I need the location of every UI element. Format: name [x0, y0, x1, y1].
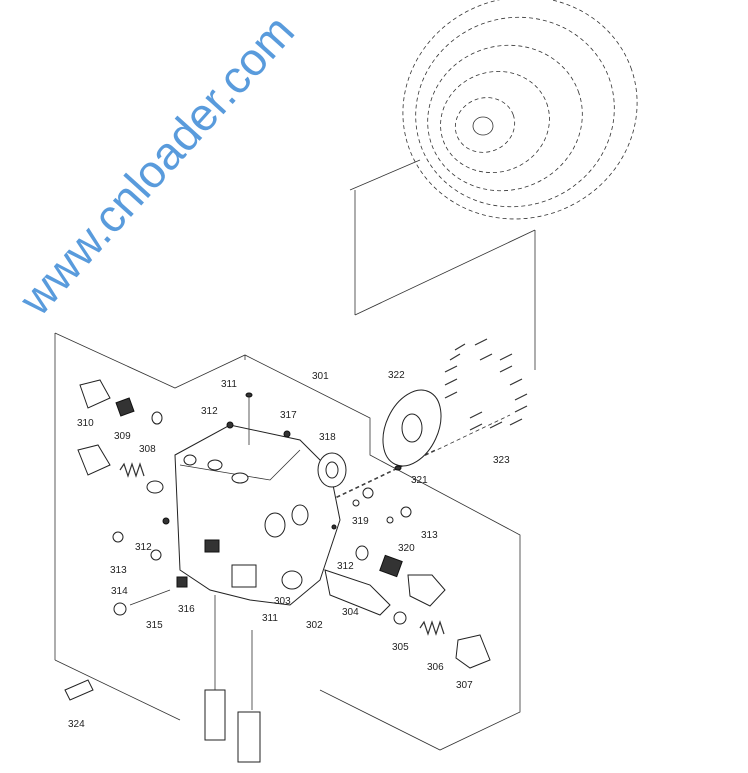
part-label: 308 [139, 444, 156, 455]
part-label: 312 [135, 542, 152, 553]
part-label: 313 [421, 530, 438, 541]
assembly-frame-lines [54, 332, 521, 751]
watermark: www.cnloader.com [8, 5, 304, 326]
part-label: 307 [456, 680, 473, 691]
part-label: 314 [111, 586, 128, 597]
parts-right [317, 389, 491, 669]
part-label: 312 [337, 561, 354, 572]
part-label: 318 [319, 432, 336, 443]
part-label: 311 [262, 613, 278, 624]
part-label: 306 [427, 662, 444, 673]
part-label: 321 [411, 475, 428, 486]
part-label: 317 [280, 410, 297, 421]
part-label: 312 [201, 406, 218, 417]
part-label: 302 [306, 620, 323, 631]
part-label: 305 [392, 642, 409, 653]
parts-left [64, 379, 291, 701]
part-label: 310 [77, 418, 94, 429]
part-label: 322 [388, 370, 405, 381]
part-label: 304 [342, 607, 359, 618]
part-label: 323 [493, 455, 510, 466]
part-label: 316 [178, 604, 195, 615]
springs-323 [444, 338, 528, 431]
part-label: 301 [312, 371, 329, 382]
part-label: 303 [274, 596, 291, 607]
motor-housing-outline [349, 0, 638, 370]
part-label: 315 [146, 620, 163, 631]
part-label: 313 [110, 565, 127, 576]
part-label: 311 [221, 379, 237, 390]
part-label: 309 [114, 431, 131, 442]
part-label: 319 [352, 516, 369, 527]
part-label: 320 [398, 543, 415, 554]
part-labels: 301 311 312 317 310 309 308 318 322 323 … [68, 370, 510, 730]
part-label: 324 [68, 719, 85, 730]
bottom-fittings [204, 689, 261, 763]
valve-block-301 [174, 424, 341, 606]
